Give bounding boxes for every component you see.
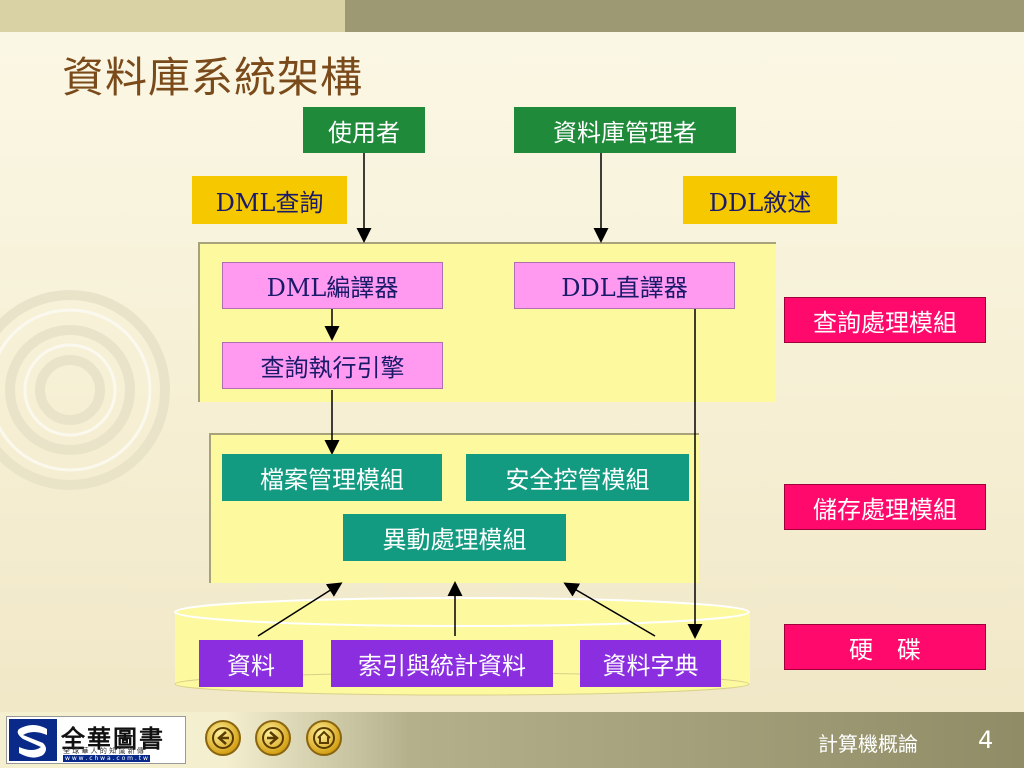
security-management-box: 安全控管模組 <box>466 454 689 501</box>
page-title: 資料庫系統架構 <box>62 53 364 102</box>
home-icon <box>313 727 335 749</box>
publisher-logo: 全華圖書 全 球 華 人 的 知 識 新 傳 w w w . c h w a .… <box>6 716 186 764</box>
decorative-circles <box>0 290 170 490</box>
page-number: 4 <box>978 726 994 754</box>
ddl-statement-label: DDL敘述 <box>683 176 837 224</box>
dml-compiler-box: DML編譯器 <box>222 262 443 309</box>
arrow-left-icon <box>212 727 234 749</box>
ddl-interpreter-box: DDL直譯器 <box>514 262 735 309</box>
data-dictionary-box: 資料字典 <box>580 640 721 687</box>
dba-box: 資料庫管理者 <box>514 107 736 153</box>
previous-slide-button[interactable] <box>205 720 241 756</box>
transaction-management-box: 異動處理模組 <box>343 514 566 561</box>
file-management-box: 檔案管理模組 <box>222 454 442 501</box>
top-bar-right <box>345 0 1024 32</box>
dml-query-label: DML查詢 <box>192 176 347 224</box>
disk-label: 硬 碟 <box>784 624 986 670</box>
logo-subtext: 全 球 華 人 的 知 識 新 傳 <box>63 747 144 755</box>
storage-processing-label: 儲存處理模組 <box>784 484 986 530</box>
logo-url: w w w . c h w a . c o m . t w <box>63 755 150 762</box>
top-bar-left <box>0 0 345 32</box>
arrow-right-icon <box>262 727 284 749</box>
data-box: 資料 <box>199 640 303 687</box>
course-name: 計算機概論 <box>818 732 918 756</box>
home-button[interactable] <box>306 720 342 756</box>
query-engine-box: 查詢執行引擎 <box>222 342 443 389</box>
user-box: 使用者 <box>303 107 425 153</box>
next-slide-button[interactable] <box>255 720 291 756</box>
query-processing-label: 查詢處理模組 <box>784 297 986 343</box>
logo-text: 全華圖書 <box>61 725 165 753</box>
index-statistics-box: 索引與統計資料 <box>331 640 553 687</box>
disk-cylinder <box>174 597 750 696</box>
logo-emblem-icon <box>9 719 57 761</box>
